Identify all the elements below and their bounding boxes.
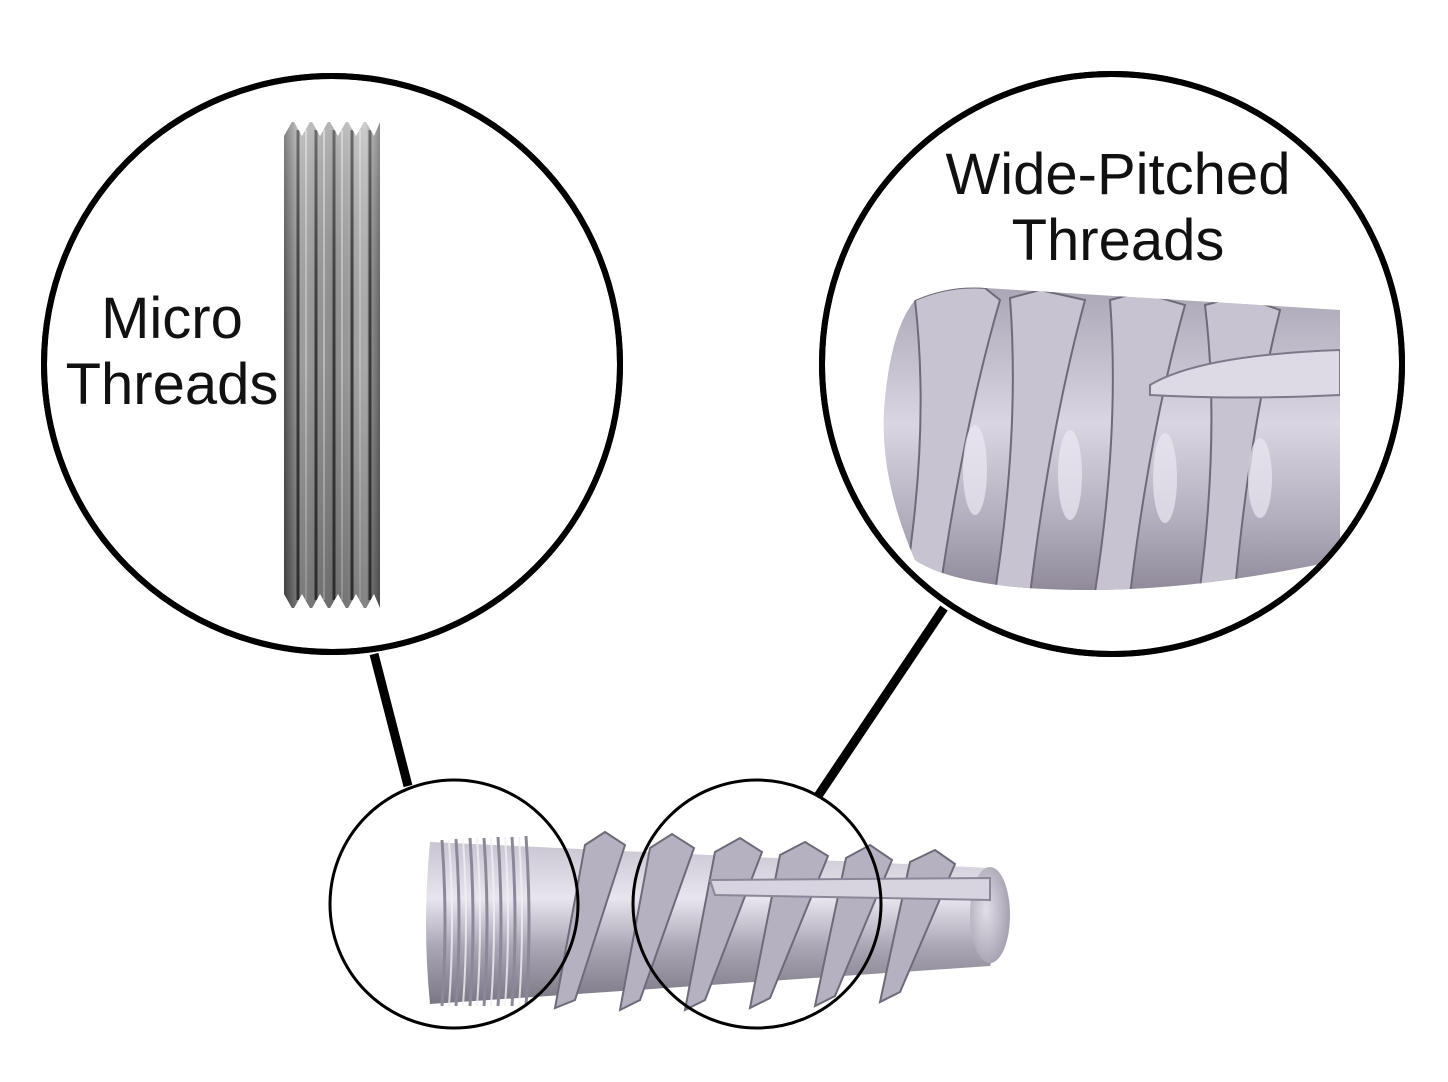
micro-threads-label-line2: Threads <box>65 352 279 417</box>
micro-zone-circle <box>328 778 580 1030</box>
wide-connector-line <box>814 605 948 799</box>
micro-threads-label: Micro Threads <box>62 286 282 418</box>
micro-thread-closeup <box>284 110 380 620</box>
wide-threads-label-line2: Threads <box>1011 208 1225 273</box>
wide-thread-closeup <box>883 287 1340 590</box>
wide-threads-label-line1: Wide-Pitched <box>945 142 1291 207</box>
micro-threads-label-line1: Micro <box>101 286 243 351</box>
micro-connector-line <box>369 652 413 788</box>
wide-zone-circle <box>631 778 883 1030</box>
wide-threads-label: Wide-Pitched Threads <box>918 142 1318 274</box>
dental-implant-screw <box>426 830 1010 1012</box>
